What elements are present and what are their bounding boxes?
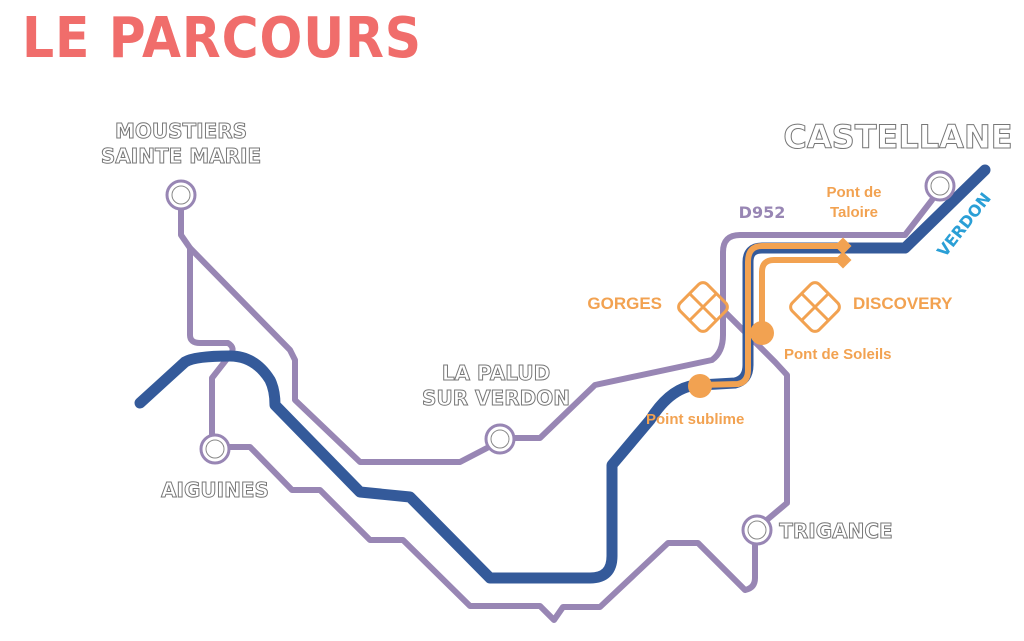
town-label-trigance: TRIGANCE: [779, 519, 892, 543]
route-discovery: [759, 257, 846, 336]
town-marker-inner-ring: [747, 520, 767, 540]
town-label-moustiers-1: MOUSTIERS: [115, 119, 247, 143]
stop-label-taloire-1: Pont de: [827, 184, 882, 201]
stop-pont-de-taloire-discovery: [834, 251, 852, 269]
road-south: [225, 307, 790, 623]
town-label-palud-1: LA PALUD: [442, 361, 550, 385]
stop-pont-de-soleils: [750, 321, 774, 345]
route-label-gorges: GORGES: [587, 294, 662, 313]
town-marker-inner-ring: [930, 176, 950, 196]
stop-pont-de-taloire: [834, 237, 852, 255]
town-marker-trigance: [741, 514, 773, 546]
route-label-discovery: DISCOVERY: [853, 294, 953, 313]
town-marker-aiguines: [199, 433, 231, 465]
stop-label-sublime: Point sublime: [646, 411, 744, 428]
route-gorges: [697, 243, 846, 388]
stop-label-soleils: Pont de Soleils: [784, 346, 892, 363]
page-title: LE PARCOURS: [22, 6, 422, 71]
town-marker-palud: [484, 423, 516, 455]
stop-label-taloire-2: Taloire: [830, 204, 878, 221]
town-marker-inner-ring: [205, 439, 225, 459]
road-aiguines: [187, 245, 236, 438]
town-marker-inner-ring: [490, 429, 510, 449]
town-label-palud-2: SUR VERDON: [422, 386, 570, 410]
town-marker-castellane: [924, 170, 956, 202]
kayak-icon-discovery: [789, 281, 841, 333]
road-moustiers-castellane: [178, 197, 935, 465]
town-label-aiguines: AIGUINES: [161, 478, 269, 502]
road-label-d952: D952: [739, 203, 786, 222]
town-label-moustiers-2: SAINTE MARIE: [101, 144, 261, 168]
town-marker-inner-ring: [171, 185, 191, 205]
kayak-icon-gorges: [677, 281, 729, 333]
town-marker-moustiers: [165, 179, 197, 211]
verdon-river: [134, 164, 991, 584]
town-label-castellane: CASTELLANE: [783, 118, 1012, 156]
stop-point-sublime: [688, 374, 712, 398]
